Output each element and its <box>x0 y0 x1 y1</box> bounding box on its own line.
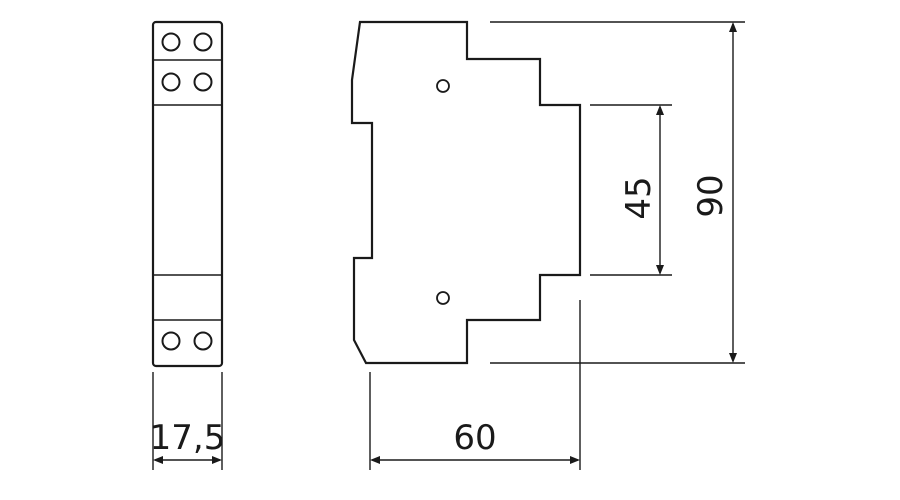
arrow-left-icon <box>153 456 163 464</box>
terminal-screw-icon <box>193 72 213 92</box>
mounting-hole-icon <box>436 291 450 305</box>
height-dimension-label: 90 <box>691 174 731 217</box>
arrow-right-icon <box>570 456 580 464</box>
terminal-screw-icon <box>161 32 181 52</box>
side-view: 60 45 90 <box>350 20 745 470</box>
arrow-down-icon <box>729 353 737 363</box>
front-view: 17,5 <box>150 20 226 470</box>
width-dimension-label: 17,5 <box>150 418 226 458</box>
arrow-left-icon <box>370 456 380 464</box>
mounting-hole-icon <box>436 79 450 93</box>
side-view-profile <box>350 20 582 365</box>
arrow-down-icon <box>656 265 664 275</box>
terminal-screw-icon <box>161 331 181 351</box>
rail-dimension-label: 45 <box>619 176 659 219</box>
depth-dimension-label: 60 <box>453 418 496 458</box>
arrow-up-icon <box>729 22 737 32</box>
terminal-screw-icon <box>161 72 181 92</box>
arrow-right-icon <box>212 456 222 464</box>
arrow-up-icon <box>656 105 664 115</box>
terminal-screw-icon <box>193 32 213 52</box>
terminal-screw-icon <box>193 331 213 351</box>
front-view-body <box>151 20 224 368</box>
